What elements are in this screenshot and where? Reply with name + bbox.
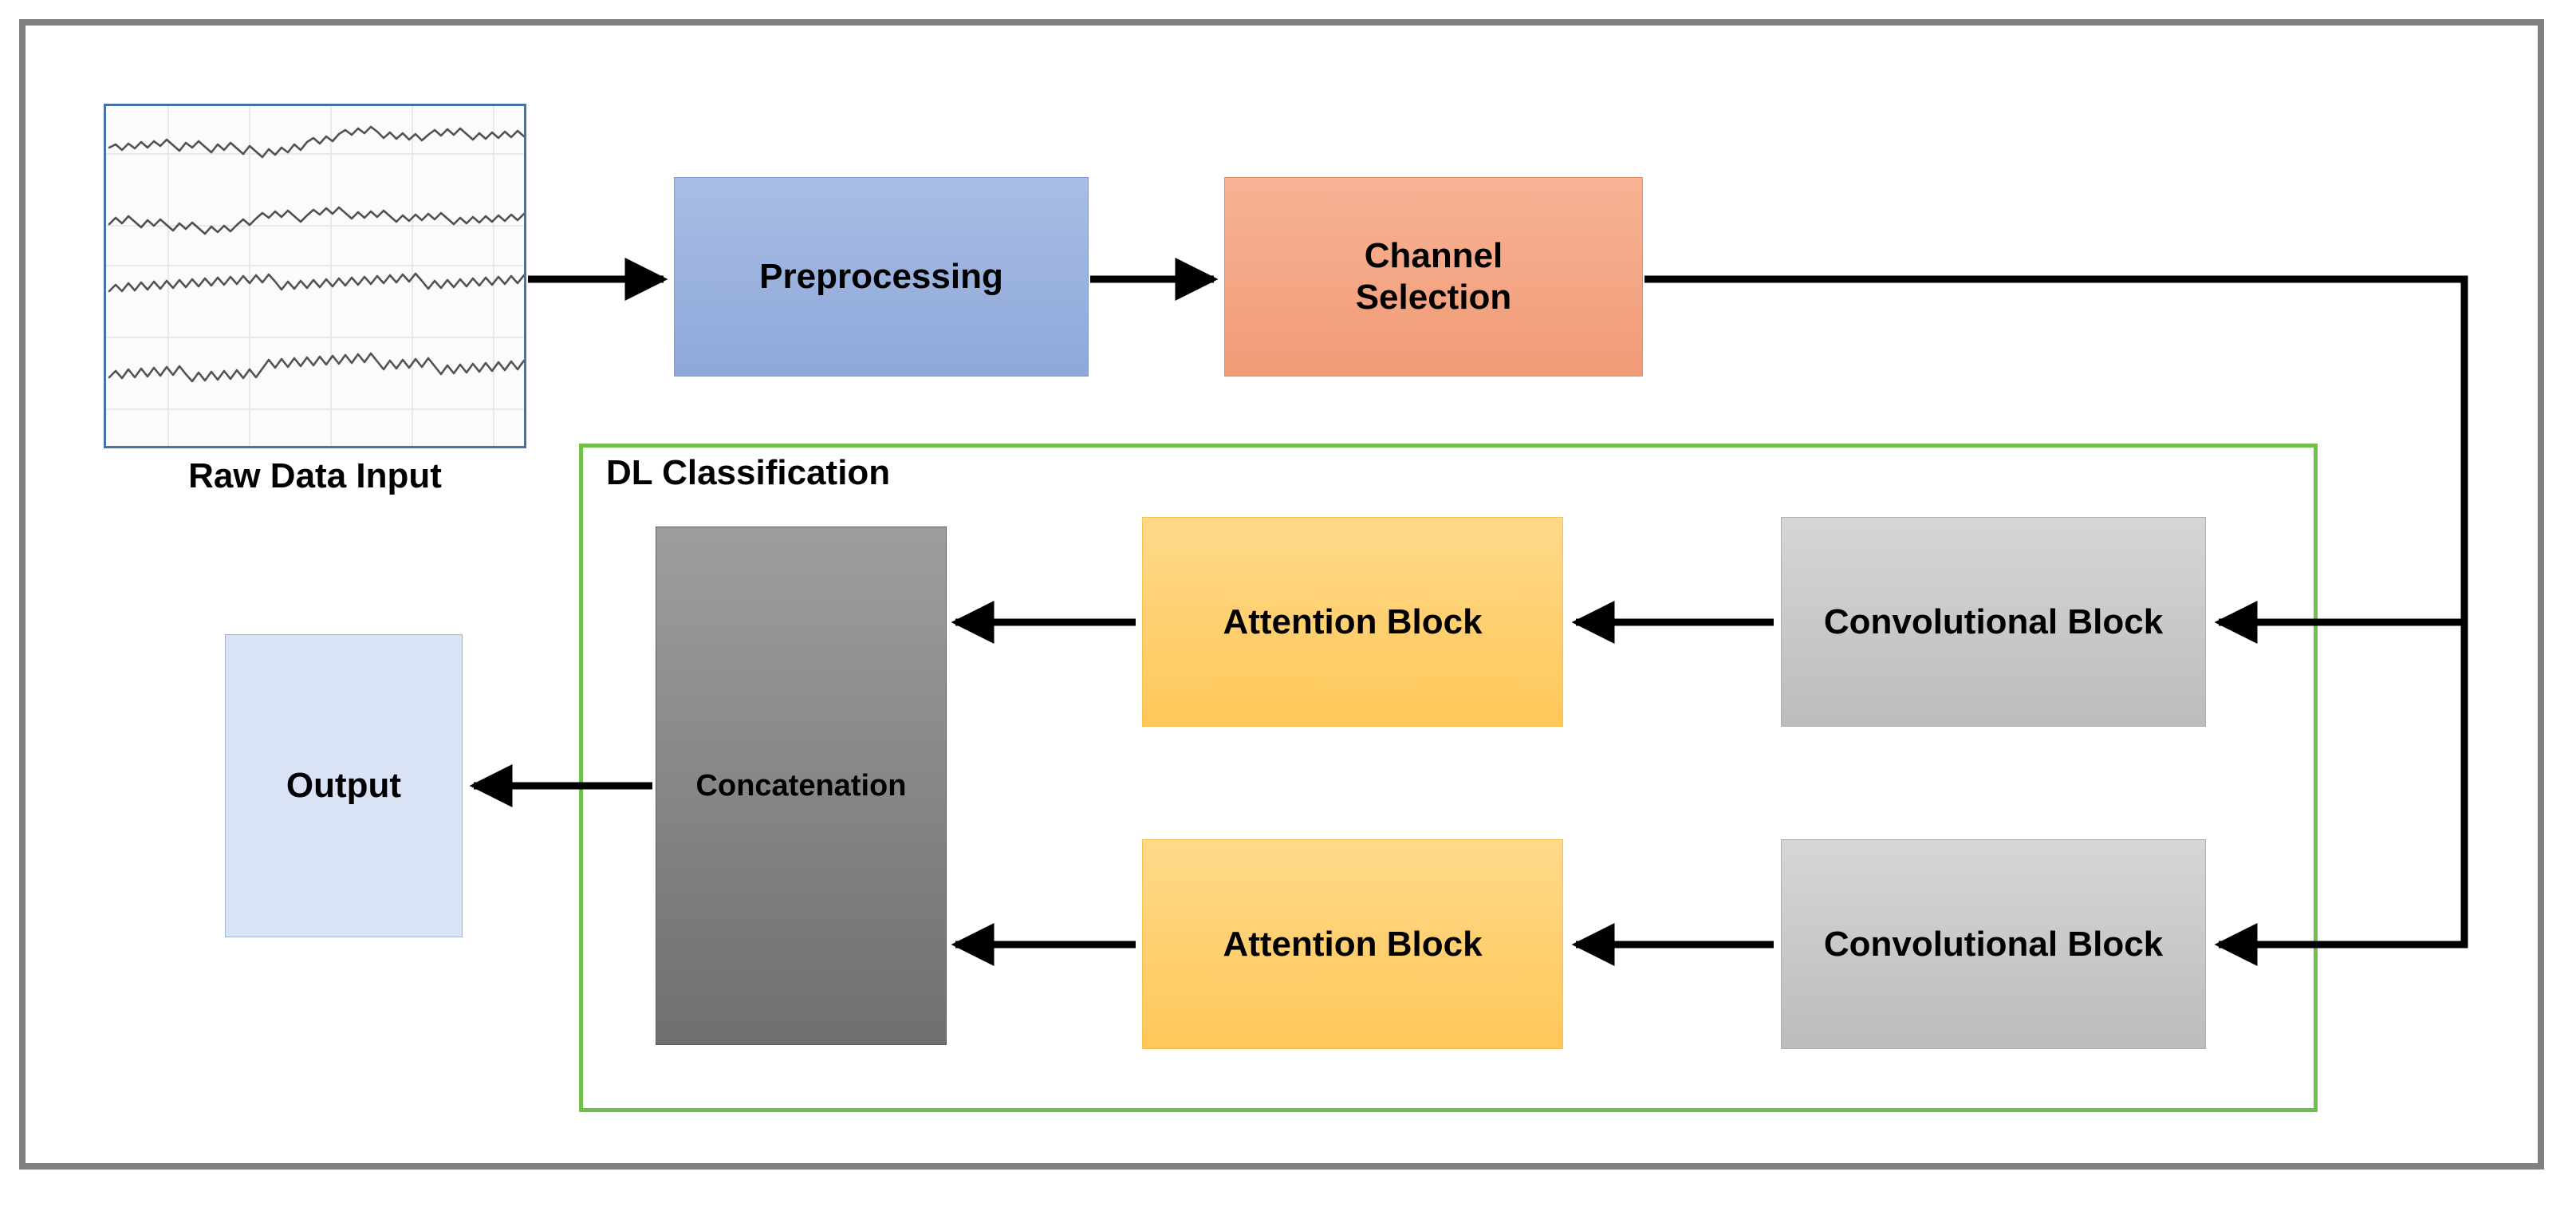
node-preprocessing[interactable]: Preprocessing: [674, 177, 1089, 377]
node-attention-block-top[interactable]: Attention Block: [1142, 517, 1563, 727]
node-convolutional-block-bottom[interactable]: Convolutional Block: [1781, 839, 2206, 1049]
node-convolutional-block-top[interactable]: Convolutional Block: [1781, 517, 2206, 727]
dl-classification-label: DL Classification: [606, 453, 891, 492]
node-concatenation[interactable]: Concatenation: [656, 527, 947, 1045]
node-channel-selection[interactable]: Channel Selection: [1224, 177, 1643, 377]
node-attention-block-bottom[interactable]: Attention Block: [1142, 839, 1563, 1049]
raw-data-input-panel: [104, 104, 526, 448]
eeg-signal-plot: [106, 106, 524, 446]
node-output[interactable]: Output: [225, 634, 463, 937]
raw-data-input-label: Raw Data Input: [188, 456, 442, 495]
